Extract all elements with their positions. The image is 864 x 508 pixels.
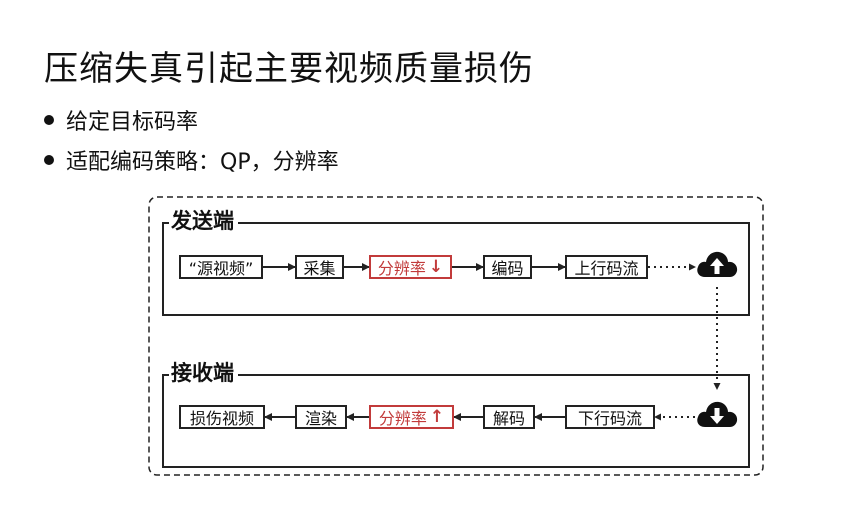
node-source-video: “源视频” — [179, 255, 263, 279]
receiver-frame — [162, 374, 750, 468]
cloud-upload-icon — [697, 251, 738, 277]
node-label: 上行码流 — [574, 259, 639, 278]
node-label: “源视频” — [188, 259, 254, 278]
bullet-item: 适配编码策略：QP，分辨率 — [44, 140, 339, 180]
node-label: 分辨率 — [377, 259, 426, 278]
bullet-dot-icon — [44, 155, 54, 165]
bullet-dot-icon — [44, 115, 54, 125]
node-label: 损伤视频 — [189, 409, 254, 428]
node-render: 渲染 — [295, 405, 347, 429]
cloud-download-icon — [697, 401, 738, 427]
node-label: 采集 — [303, 259, 336, 278]
node-upstream: 上行码流 — [565, 255, 648, 279]
up-arrow-icon: ↑ — [429, 407, 445, 427]
node-downstream: 下行码流 — [565, 405, 655, 429]
down-arrow-icon: ↓ — [428, 257, 444, 277]
node-label: 下行码流 — [577, 409, 642, 428]
page-title: 压缩失真引起主要视频质量损伤 — [44, 48, 534, 89]
node-resolution-up: 分辨率 ↑ — [369, 405, 454, 429]
node-capture: 采集 — [295, 255, 344, 279]
node-decode: 解码 — [483, 405, 535, 429]
node-label: 解码 — [492, 409, 525, 428]
bullet-list: 给定目标码率 适配编码策略：QP，分辨率 — [44, 100, 339, 180]
node-label: 分辨率 — [378, 409, 427, 428]
sender-label: 发送端 — [169, 209, 238, 233]
bullet-text: 适配编码策略：QP，分辨率 — [66, 150, 339, 175]
receiver-label: 接收端 — [169, 361, 238, 385]
bullet-text: 给定目标码率 — [66, 110, 199, 135]
sender-frame — [162, 222, 750, 316]
node-encode: 编码 — [483, 255, 532, 279]
bullet-item: 给定目标码率 — [44, 100, 339, 140]
node-label: 编码 — [491, 259, 524, 278]
pipeline-diagram: 发送端 接收端 “源视频” 采集 分辨率 ↓ 编码 上行码流 损伤视频 渲染 分… — [147, 195, 765, 477]
diagram-lines — [148, 196, 764, 476]
outer-dashed-frame — [148, 196, 764, 476]
node-resolution-down: 分辨率 ↓ — [369, 255, 452, 279]
node-label: 渲染 — [304, 409, 337, 428]
node-damaged-video: 损伤视频 — [179, 405, 265, 429]
